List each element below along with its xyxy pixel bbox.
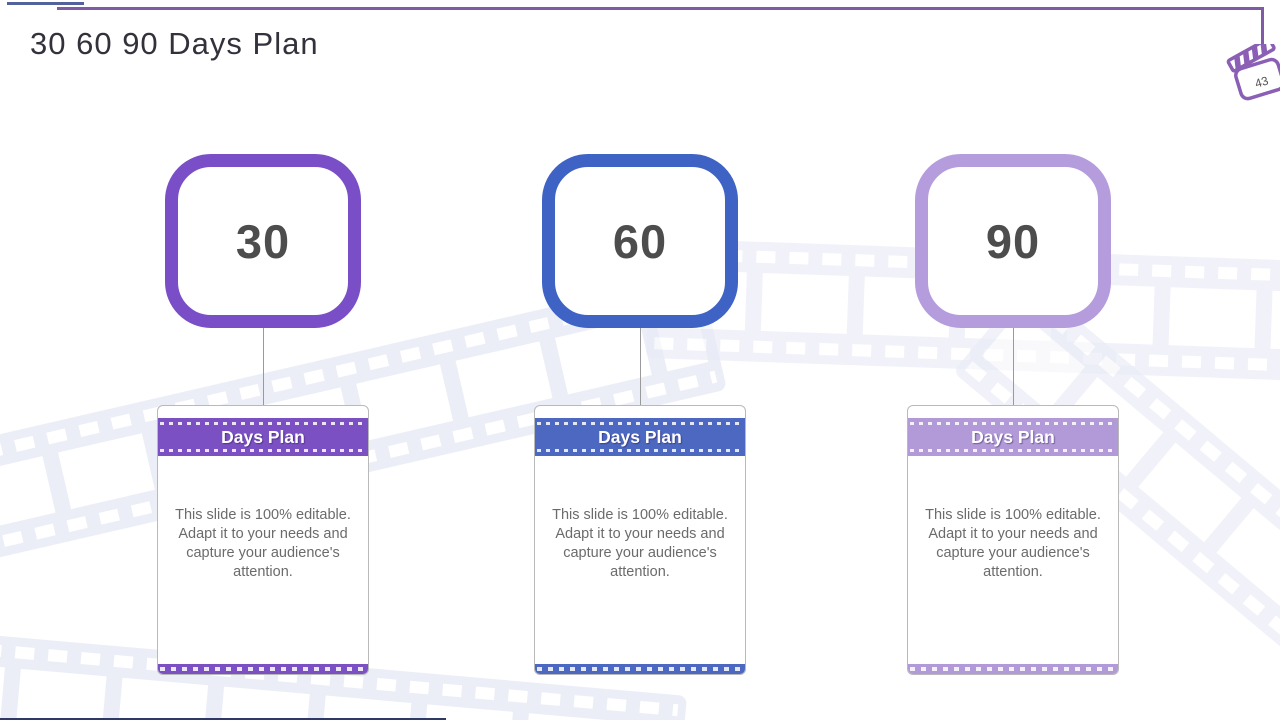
- card-footer-strip: [908, 664, 1118, 674]
- clapperboard-icon: 43: [1226, 44, 1280, 101]
- card-footer-strip: [158, 664, 368, 674]
- plan-column-90: 90 Days Plan This slide is 100% editable…: [907, 154, 1119, 675]
- card-header-label: Days Plan: [598, 426, 682, 447]
- plan-column-30: 30 Days Plan This slide is 100% editable…: [157, 154, 369, 675]
- plan-column-60: 60 Days Plan This slide is 100% editable…: [534, 154, 746, 675]
- connector-line: [639, 328, 641, 405]
- card-header: Days Plan: [158, 418, 368, 456]
- milestone-number: 30: [235, 214, 291, 268]
- plan-card-60: Days Plan This slide is 100% editable. A…: [534, 405, 746, 675]
- connector-line: [262, 328, 264, 405]
- milestone-box-90: 90: [915, 154, 1111, 328]
- top-left-accent-line: [7, 2, 84, 5]
- plan-card-90: Days Plan This slide is 100% editable. A…: [907, 405, 1119, 675]
- milestone-number: 60: [612, 214, 668, 268]
- milestone-box-30: 30: [165, 154, 361, 328]
- card-header-label: Days Plan: [221, 426, 305, 447]
- card-header: Days Plan: [908, 418, 1118, 456]
- bottom-accent-line: [0, 718, 446, 720]
- top-accent-line: [57, 7, 1264, 10]
- milestone-box-60: 60: [542, 154, 738, 328]
- card-footer-strip: [535, 664, 745, 674]
- right-accent-line: [1261, 7, 1264, 48]
- card-header: Days Plan: [535, 418, 745, 456]
- connector-line: [1012, 328, 1014, 405]
- page-number: 43: [1253, 73, 1270, 90]
- milestone-number: 90: [985, 214, 1041, 268]
- card-header-label: Days Plan: [971, 426, 1055, 447]
- card-body-text: This slide is 100% editable. Adapt it to…: [175, 507, 351, 581]
- card-body-text: This slide is 100% editable. Adapt it to…: [552, 507, 728, 581]
- plan-card-30: Days Plan This slide is 100% editable. A…: [157, 405, 369, 675]
- slide-title: 30 60 90 Days Plan: [30, 26, 319, 61]
- card-body-text: This slide is 100% editable. Adapt it to…: [925, 507, 1101, 581]
